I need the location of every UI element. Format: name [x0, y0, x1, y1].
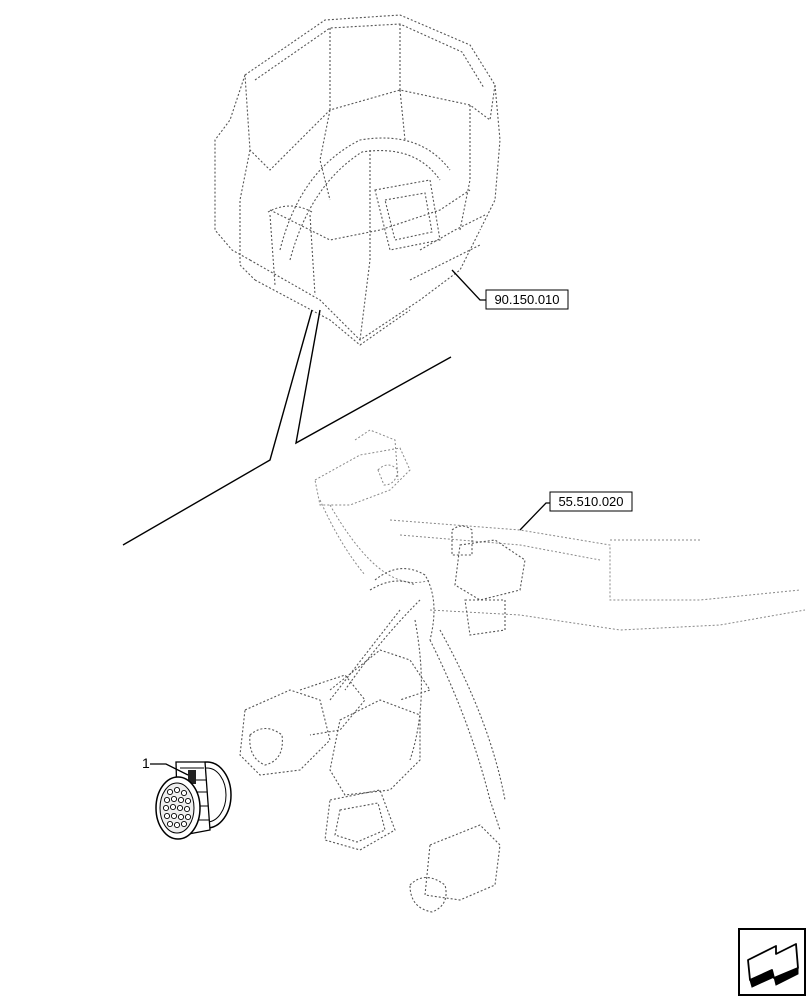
callout-box-cab-frame[interactable]: [485, 289, 569, 310]
item-number-callout: 1: [142, 755, 189, 776]
callout-cab-frame: 90.150.010: [451, 269, 569, 310]
cab-frame-illustration: [214, 14, 501, 346]
connector-item-1[interactable]: [155, 761, 232, 840]
callout-box-harness[interactable]: [549, 491, 633, 512]
harness-ref-label: 55.510.020: [558, 494, 623, 509]
item-number-label: 1: [142, 755, 150, 771]
zoom-leader-lines: [122, 309, 452, 546]
callout-harness: 55.510.020: [519, 491, 633, 531]
wiring-harness-illustration: [239, 429, 806, 913]
next-page-arrow-icon[interactable]: [738, 928, 806, 996]
cab-frame-ref-label: 90.150.010: [494, 292, 559, 307]
